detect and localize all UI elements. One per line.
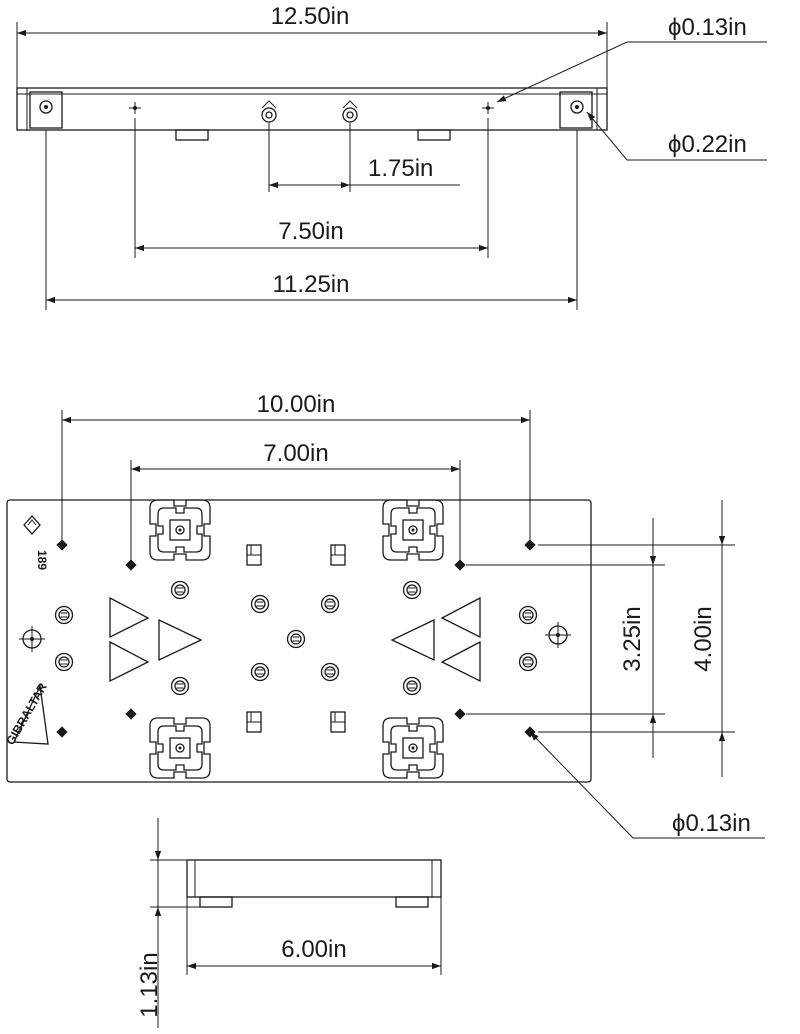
- plate-height-inner-label: 3.25in: [619, 606, 646, 671]
- top-large-hole-label: ϕ0.22in: [668, 131, 747, 158]
- right-target-hole: [544, 621, 572, 649]
- brand-logo: [13, 515, 49, 745]
- left-arrow-marks: [109, 596, 203, 683]
- clamp-top-right: [382, 499, 444, 561]
- inner-spacing-label: 7.50in: [278, 218, 343, 245]
- right-arrow-marks: [390, 596, 481, 683]
- plate-width-inner-label: 7.00in: [263, 440, 328, 467]
- plate-width-outer-label: 10.00in: [257, 391, 336, 418]
- plan-hole-label: ϕ0.13in: [672, 810, 751, 837]
- overall-width-label: 12.50in: [271, 3, 350, 30]
- side-view: 6.00in 1.13in: [136, 818, 442, 1028]
- top-view: 12.50in ϕ0.13in ϕ0.22in 1.75in 7.50in 11…: [16, 3, 767, 310]
- top-right-hole: [570, 100, 584, 114]
- side-view-body: [186, 859, 442, 898]
- top-small-hole-label: ϕ0.13in: [668, 14, 747, 41]
- clamp-top-left: [149, 499, 211, 561]
- plate-height-outer-label: 4.00in: [690, 606, 717, 671]
- side-height-label: 1.13in: [136, 952, 163, 1017]
- brand-text: GIBRALTAR: [3, 680, 50, 747]
- outer-spacing-label: 11.25in: [273, 271, 350, 298]
- left-target-hole: [18, 625, 46, 653]
- top-view-body: [16, 87, 608, 131]
- clamp-bottom-left: [149, 717, 211, 779]
- plate-outline: [6, 499, 592, 783]
- alignment-holes: [56, 539, 536, 738]
- side-width-label: 6.00in: [281, 936, 346, 963]
- part-number: 189: [35, 550, 49, 570]
- center-spacing-label: 1.75in: [368, 155, 433, 182]
- clamp-bottom-right: [382, 717, 444, 779]
- top-left-hole: [39, 100, 53, 114]
- plan-view: 10.00in 7.00in 3.25in 4.00in ϕ0.13in: [3, 391, 765, 839]
